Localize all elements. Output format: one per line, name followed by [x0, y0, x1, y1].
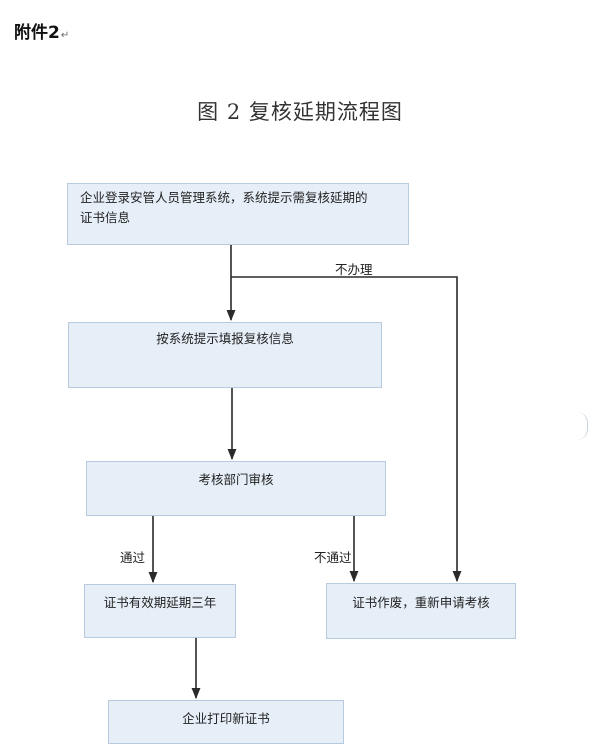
node-fill-info: 按系统提示填报复核信息 [68, 322, 382, 388]
node-invalid: 证书作废，重新申请考核 [326, 583, 516, 639]
edge-label-pass: 通过 [120, 550, 146, 565]
node-review: 考核部门审核 [86, 461, 386, 516]
arrow-skip-to-invalid [231, 276, 462, 583]
edge-label-fail: 不通过 [314, 550, 352, 565]
node-extend: 证书有效期延期三年 [84, 584, 236, 638]
flowchart-title: 图 2 复核延期流程图 [197, 100, 403, 124]
node-login-check: 企业登录安管人员管理系统，系统提示需复核延期的 证书信息 [67, 183, 409, 245]
node-login-check-line-1: 企业登录安管人员管理系统，系统提示需复核延期的 [80, 190, 368, 205]
page-edge-mark [577, 412, 588, 440]
edge-label-skip: 不办理 [335, 262, 373, 277]
attachment-label: 附件2↵ [14, 23, 70, 43]
paragraph-mark-icon: ↵ [60, 30, 70, 41]
node-print: 企业打印新证书 [108, 700, 344, 744]
node-login-check-line-2: 证书信息 [80, 210, 131, 225]
